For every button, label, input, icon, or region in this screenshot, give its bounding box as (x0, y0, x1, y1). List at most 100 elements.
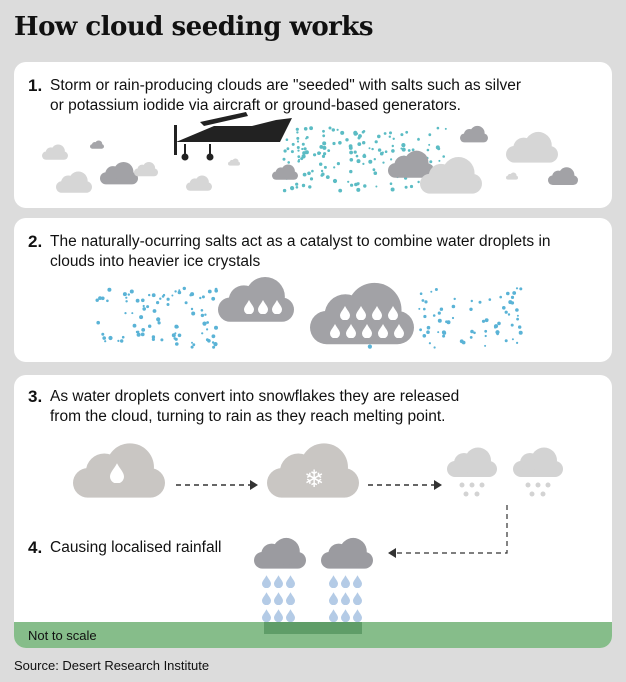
particle-dot (497, 321, 501, 326)
particle-dot (214, 325, 218, 330)
particle-dot (296, 136, 300, 140)
particle-dot (201, 332, 204, 335)
cloud-icon (420, 157, 482, 194)
particle-dot (129, 289, 134, 294)
particle-dot (295, 186, 299, 189)
particle-dot (285, 138, 289, 141)
particle-dot (311, 169, 314, 173)
particle-dot (442, 334, 446, 338)
particle-dot (446, 320, 451, 325)
particle-dot (206, 321, 210, 324)
particle-dot (323, 152, 327, 156)
particle-dot (108, 335, 113, 341)
particle-dot (421, 299, 425, 302)
particle-dot (322, 134, 326, 138)
catalyst-illustration (95, 276, 523, 349)
raindrop-icon (341, 575, 350, 588)
particle-dot (106, 299, 109, 303)
particle-dot (332, 178, 338, 184)
raindrop-icon (262, 609, 271, 622)
particle-dot (192, 343, 196, 347)
particle-dot (213, 342, 218, 347)
particle-dot (301, 142, 305, 146)
particle-dot (101, 332, 105, 336)
snow-falling-cloud-icon (447, 447, 497, 477)
particle-dot (301, 147, 304, 151)
particle-dot (349, 169, 353, 174)
particle-dot (107, 287, 112, 292)
particle-dot (98, 296, 102, 300)
cloud-icon (272, 164, 298, 180)
particle-dot (516, 314, 519, 317)
raindrop-icon (341, 609, 350, 622)
particle-dot (148, 293, 151, 297)
particle-dot (121, 335, 125, 339)
raindrop-icon (262, 575, 271, 588)
particle-dot (199, 296, 202, 300)
particle-dot (507, 313, 511, 316)
raindrop-icon (286, 592, 295, 605)
particle-dot (510, 323, 514, 327)
particle-dot (347, 180, 350, 183)
particle-dot (303, 127, 308, 131)
particle-dot (200, 309, 204, 312)
particle-dot (296, 131, 299, 134)
particle-dot (102, 336, 106, 340)
particle-dot (390, 158, 393, 161)
particle-dot (296, 140, 300, 143)
particle-dot (307, 171, 311, 176)
particle-dot (204, 313, 207, 316)
particle-dot (519, 287, 523, 291)
particle-dot (156, 301, 160, 305)
particle-dot (156, 317, 161, 322)
particle-dot (298, 158, 300, 161)
particle-dot (304, 150, 309, 155)
rainfall-process-illustration: ❄ (73, 443, 563, 622)
particle-dot (283, 149, 287, 153)
particle-dot (377, 148, 382, 152)
particle-dot (300, 157, 304, 161)
cloud-icon (90, 140, 104, 149)
particle-dot (214, 287, 218, 291)
particle-dot (373, 171, 378, 175)
particle-dot (141, 328, 146, 332)
particle-dot (423, 314, 427, 319)
raindrop-icon (286, 609, 295, 622)
particle-dot (309, 177, 314, 181)
step-number: 4. (28, 538, 43, 557)
particle-dot (368, 147, 371, 150)
raindrop-icon (353, 592, 362, 605)
particle-dot (207, 339, 211, 343)
particle-dot (297, 160, 301, 163)
cloud-icon (186, 175, 212, 191)
particle-dot (442, 155, 446, 158)
step-text-line: clouds into heavier ice crystals (50, 253, 261, 270)
step-4-text: 4. Causing localised rainfall (28, 538, 221, 558)
rain-drops (262, 575, 362, 622)
airplane-icon (174, 112, 292, 161)
particle-dot (321, 154, 326, 158)
particle-dot (435, 145, 440, 150)
particle-dot (171, 294, 174, 297)
step-text-line: Storm or rain-producing clouds are "seed… (50, 77, 522, 94)
particle-dot (400, 133, 404, 137)
step-number: 2. (28, 232, 43, 251)
particle-dot (470, 329, 474, 334)
particle-dot (338, 141, 342, 145)
step-text-line: As water droplets convert into snowflake… (50, 388, 460, 405)
particle-dot (383, 132, 387, 135)
particle-dot (382, 161, 385, 164)
particle-dot (191, 341, 193, 344)
seeding-illustration (42, 112, 578, 194)
dashed-connector (396, 505, 508, 554)
particle-dot (510, 301, 515, 305)
cloud-icon (218, 276, 294, 322)
step-1-text: 1. Storm or rain-producing clouds are "s… (28, 76, 521, 116)
particle-dot (495, 330, 500, 335)
particle-dot (504, 339, 508, 343)
raindrop-icon (329, 592, 338, 605)
particle-dot (362, 162, 365, 165)
particle-dot (515, 308, 519, 312)
particle-dot (353, 150, 357, 154)
particle-dot (319, 152, 322, 154)
